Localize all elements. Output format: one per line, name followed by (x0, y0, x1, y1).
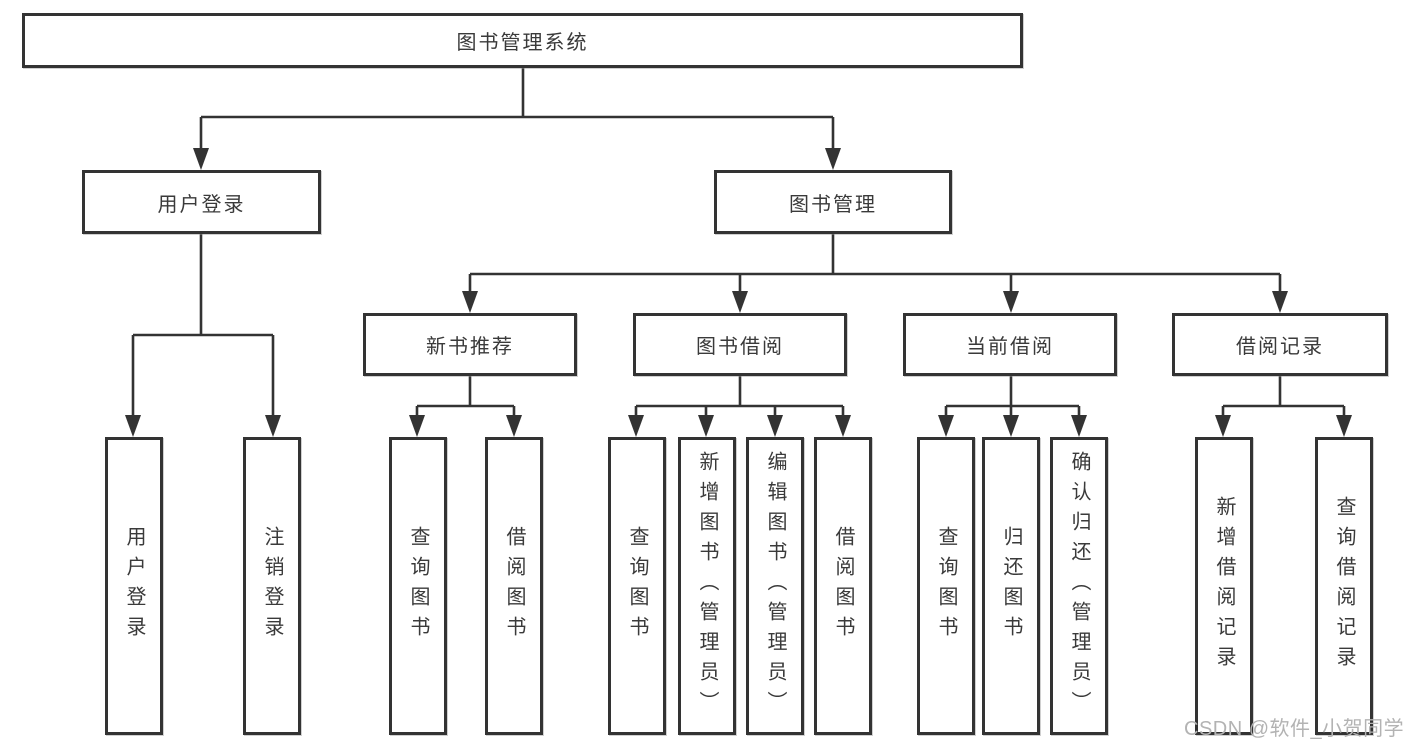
node-label: 新增借阅记录 (1213, 496, 1235, 676)
node-leaf-query-borrow-record: 查询借阅记录 (1315, 437, 1373, 735)
node-leaf-logout: 注销登录 (243, 437, 301, 735)
node-book-management-group: 图书管理 (714, 170, 952, 234)
node-borrow-records: 借阅记录 (1172, 313, 1388, 376)
node-label: 归还图书 (1000, 526, 1022, 646)
node-label: 图书管理系统 (456, 32, 589, 54)
node-book-borrow: 图书借阅 (633, 313, 847, 376)
node-label: 借阅图书 (832, 526, 854, 646)
node-leaf-add-books-admin: 新增图书（管理员） (678, 437, 736, 735)
node-label: 查询借阅记录 (1333, 496, 1355, 676)
node-leaf-add-borrow-record: 新增借阅记录 (1195, 437, 1253, 735)
node-leaf-confirm-return-admin: 确认归还（管理员） (1050, 437, 1108, 735)
connector-arrowheads (125, 148, 1352, 437)
node-label: 查询图书 (626, 526, 648, 646)
node-leaf-return-books: 归还图书 (982, 437, 1040, 735)
node-current-borrow: 当前借阅 (903, 313, 1117, 376)
node-label: 借阅记录 (1236, 336, 1324, 358)
node-leaf-query-books-2: 查询图书 (608, 437, 666, 735)
node-leaf-borrow-books-1: 借阅图书 (485, 437, 543, 735)
node-label: 查询图书 (935, 526, 957, 646)
node-label: 注销登录 (261, 526, 283, 646)
node-label: 图书借阅 (696, 336, 784, 358)
node-leaf-query-books-1: 查询图书 (389, 437, 447, 735)
node-leaf-edit-books-admin: 编辑图书（管理员） (746, 437, 804, 735)
node-label: 用户登录 (123, 526, 145, 646)
node-user-login-group: 用户登录 (82, 170, 321, 234)
node-new-book-recommend: 新书推荐 (363, 313, 577, 376)
node-system-root: 图书管理系统 (22, 13, 1023, 68)
node-label: 图书管理 (789, 193, 877, 216)
node-label: 新书推荐 (426, 336, 514, 358)
node-label: 确认归还（管理员） (1068, 451, 1090, 721)
node-leaf-borrow-books-2: 借阅图书 (814, 437, 872, 735)
node-label: 借阅图书 (503, 526, 525, 646)
node-label: 当前借阅 (966, 336, 1054, 358)
csdn-watermark: CSDN @软件_小贺同学 (1184, 718, 1405, 740)
node-leaf-user-login: 用户登录 (105, 437, 163, 735)
connector-edges (131, 68, 1346, 420)
node-leaf-query-books-3: 查询图书 (917, 437, 975, 735)
node-label: 用户登录 (157, 193, 246, 216)
node-label: 查询图书 (407, 526, 429, 646)
node-label: 编辑图书（管理员） (764, 451, 786, 721)
node-label: 新增图书（管理员） (696, 451, 718, 721)
